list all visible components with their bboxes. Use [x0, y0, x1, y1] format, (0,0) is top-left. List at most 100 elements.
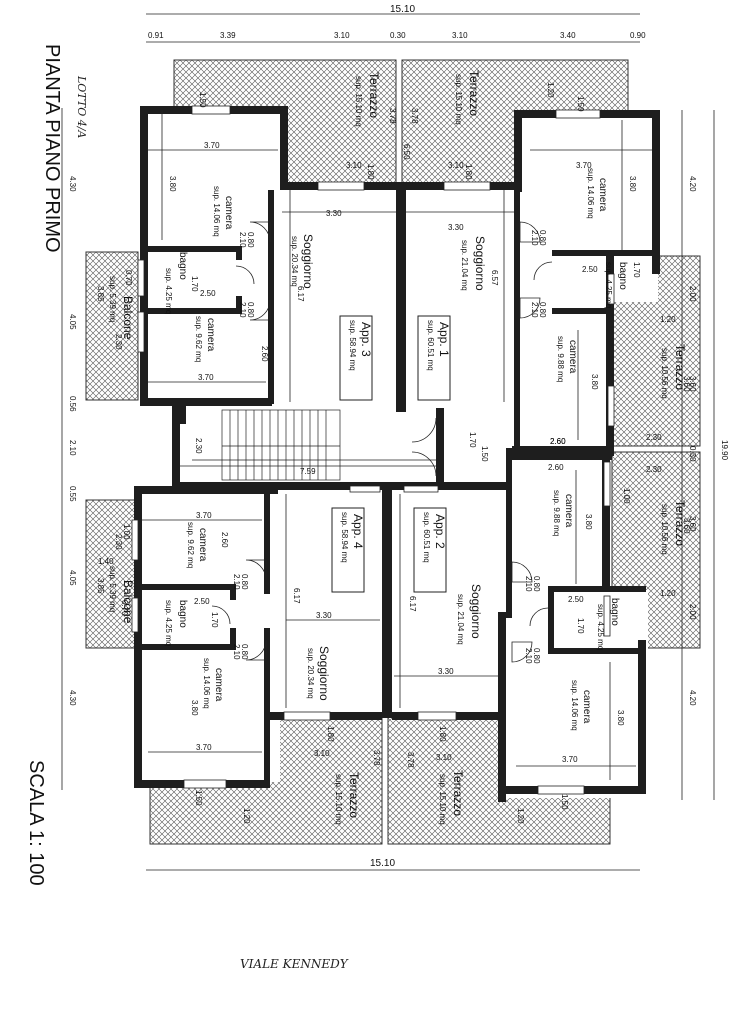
room-camera-ur-h: 3.80: [628, 176, 637, 192]
room-camera-988-u-area: sup. 9.88 mq: [556, 336, 565, 382]
room-soggiorno-4-h: 6.17: [292, 588, 301, 604]
stair-width: 2.30: [194, 438, 203, 454]
room-camera-962-l-area: sup. 9.62 mq: [186, 522, 195, 568]
doors: [211, 221, 553, 663]
door-h-8: 2.10: [524, 648, 533, 664]
room-camera-ul-name: camera: [223, 196, 234, 230]
room-soggiorno-4-w: 3.30: [316, 611, 332, 620]
room-soggiorno-3-name: Soggiorno: [301, 234, 315, 289]
terrace-br-area: sup. 15.10 mq: [438, 774, 447, 825]
room-soggiorno-3-area: sup. 20.34 mq: [290, 236, 299, 287]
door-h-2: 2.10: [238, 302, 247, 318]
dim-top-seg-4: 3.10: [452, 31, 468, 40]
terrace-rl-d1: 3.60: [682, 518, 691, 534]
room-soggiorno-4-area: sup. 20.34 mq: [306, 648, 315, 699]
dim-left-3: 2.10: [68, 440, 77, 456]
vestibule-h: 1.50: [480, 446, 489, 462]
door-w-3: 0.80: [538, 230, 547, 246]
balcony-u-d: 3.85: [96, 286, 105, 302]
balcony-l-area: sup. 5.39 mq: [108, 566, 117, 612]
apartment-1-area: sup. 60.51 mq: [426, 320, 435, 371]
building-interior: [134, 108, 658, 798]
window-top-br: 1.50: [560, 794, 569, 810]
room-soggiorno-3-h: 6.17: [296, 286, 305, 302]
room-labels: camera sup. 14.06 mq 3.70 3.80 camera su…: [164, 141, 641, 764]
dimension-lines: [61, 13, 715, 871]
window-small-u: 0.70: [124, 270, 133, 286]
door-h-5: 2.10: [232, 574, 241, 590]
room-bagno-ur-w: 2.50: [582, 265, 598, 274]
room-bagno-ul-w: 2.50: [200, 289, 216, 298]
room-camera-ll-area: sup. 14.06 mq: [202, 658, 211, 709]
door-w-4: 0.80: [538, 302, 547, 318]
window-top-ul: 1.50: [198, 92, 207, 108]
door-w-2: 0.80: [246, 302, 255, 318]
window-small-l: 0.70: [120, 600, 129, 616]
room-bagno-ll-h: 1.70: [210, 612, 219, 628]
terrace-top-dim: 6.50: [402, 144, 411, 160]
dim-left-0: 4.30: [68, 176, 77, 192]
terrace-tl-d1: 3.78: [388, 108, 397, 124]
staircase: [192, 409, 436, 481]
terrace-ru-d1: 3.60: [682, 376, 691, 392]
room-camera-988-l-name: camera: [563, 494, 574, 528]
terrace-ru-name: Terrazzo: [673, 344, 687, 390]
room-camera-ur-name: camera: [597, 178, 608, 212]
terrace-tr-name: Terrazzo: [467, 70, 481, 116]
door-h-1: 2.10: [238, 232, 247, 248]
dim-right-4: 3.60: [688, 516, 697, 532]
room-bagno-ur-h: 1.70: [632, 262, 641, 278]
apartment-2-name: App. 2: [433, 514, 447, 549]
dim-bottom-total: 15.10: [370, 858, 395, 869]
room-bagno-lr-area: sup. 4.25 mq: [596, 604, 605, 650]
terrace-bl-name: Terrazzo: [347, 772, 361, 818]
balcony-left-lower: [85, 499, 139, 649]
room-bagno-ur-area: sup. 4.25 mq: [604, 262, 613, 308]
walls: [134, 106, 660, 802]
room-camera-962-u-area: sup. 9.62 mq: [194, 316, 203, 362]
room-camera-962-u-name: camera: [205, 318, 216, 352]
window-top-bl: 1.50: [194, 790, 203, 806]
vestibule-w: 1.70: [468, 432, 477, 448]
dim-right-2: 3.60: [688, 376, 697, 392]
room-bagno-ul-area: sup. 4.25 mq: [164, 268, 173, 314]
terrace-depth-bl: 1.20: [242, 808, 251, 824]
room-camera-lr-area: sup. 14.06 mq: [570, 680, 579, 731]
dim-top-total: 15.10: [390, 4, 415, 15]
room-bagno-ur-name: bagno: [617, 262, 628, 290]
apartment-4-name: App. 4: [351, 514, 365, 549]
terrace-rl-area: sup. 10.56 mq: [660, 504, 669, 555]
dim-top-seg-6: 0.90: [630, 31, 646, 40]
dim-left-4: 0.55: [68, 486, 77, 502]
room-soggiorno-4-name: Soggiorno: [317, 646, 331, 701]
sill-2: 2.30: [114, 534, 123, 550]
dim-right-1: 2.00: [688, 286, 697, 302]
room-bagno-lr-name: bagno: [609, 598, 620, 626]
room-camera-ll-w: 3.70: [196, 743, 212, 752]
door-w-8: 0.80: [532, 648, 541, 664]
room-soggiorno-1-area: sup. 21.04 mq: [460, 240, 469, 291]
room-soggiorno-1-name: Soggiorno: [473, 236, 487, 291]
room-soggiorno-3-w: 3.30: [326, 209, 342, 218]
plan-title: PIANTA PIANO PRIMO: [41, 44, 63, 253]
dim-top-seg-3: 0.30: [390, 31, 406, 40]
balcony-u-name: Balcone: [121, 296, 135, 340]
door-w-1: 0.80: [246, 232, 255, 248]
window-mid-r: 1.00: [622, 488, 631, 504]
room-camera-ul-w: 3.70: [204, 141, 220, 150]
room-camera-lr-h: 3.80: [616, 710, 625, 726]
scale-label: SCALA 1: 100: [25, 760, 47, 886]
terrace-br-name: Terrazzo: [451, 770, 465, 816]
apartment-1-name: App. 1: [437, 322, 451, 357]
dim-top-seg-1: 3.39: [220, 31, 236, 40]
apartment-3-area: sup. 58.94 mq: [348, 320, 357, 371]
balcony-left-upper: [85, 251, 139, 401]
room-camera-ul-h: 3.80: [168, 176, 177, 192]
window-high-tr: 1.80: [464, 164, 473, 180]
terrace-tr-d1: 3.78: [410, 108, 419, 124]
room-bagno-ll-area: sup. 4.25 mq: [164, 600, 173, 646]
apartment-3-name: App. 3: [359, 322, 373, 357]
door-h-3: 2.10: [530, 230, 539, 246]
door-w-7: 0.80: [532, 576, 541, 592]
